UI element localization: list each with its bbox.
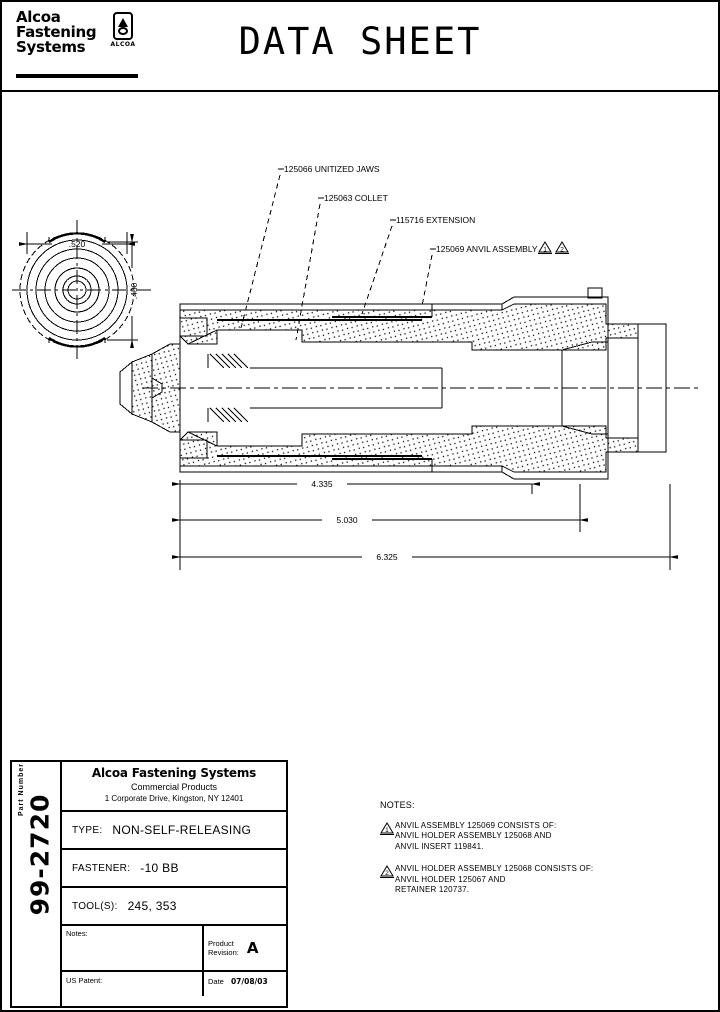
technical-drawing: 125066 UNITIZED JAWS 125063 COLLET 11571… (2, 92, 718, 1012)
alcoa-logo: Alcoa Fastening Systems (16, 10, 141, 55)
notes-heading: NOTES: (380, 800, 415, 810)
revision-value: A (246, 939, 259, 957)
sectional-side-view (119, 287, 702, 480)
tools-value: 245, 353 (127, 899, 177, 913)
part-number-value: 99-2720 (25, 793, 55, 916)
part-number-label: Part Number (18, 762, 25, 816)
callout-label-3: 125069 ANVIL ASSEMBLY (436, 244, 538, 254)
revision-label: Product Revision: (208, 939, 239, 957)
tools-label: TOOL(S): (72, 900, 118, 912)
note-line: ANVIL HOLDER ASSEMBLY 125068 AND (395, 831, 552, 840)
alcoa-mark-icon: ALCOA (110, 12, 136, 48)
note-item: 1 ANVIL ASSEMBLY 125069 CONSISTS OF: ANV… (380, 821, 680, 853)
note-triangle-icon: 1 (380, 821, 395, 835)
spring-coil (207, 353, 264, 423)
date-label: Date (208, 977, 224, 986)
titleblock-notes-label: Notes: (62, 926, 204, 970)
notes-revision-row: Notes: Product Revision: A (62, 926, 286, 972)
note-line: ANVIL HOLDER ASSEMBLY 125068 CONSISTS OF… (395, 864, 594, 873)
front-view-height-value: .430 (129, 282, 139, 299)
svg-text:2: 2 (560, 247, 564, 254)
logo-underline (16, 74, 138, 78)
company-division: Commercial Products (130, 782, 218, 792)
logo-line-2: Fastening (16, 23, 97, 41)
page-title: DATA SHEET (238, 20, 482, 63)
callout-label-1: 125063 COLLET (324, 193, 388, 203)
note-marker: 1 (385, 827, 389, 834)
type-value: NON-SELF-RELEASING (112, 823, 252, 837)
logo-line-3: Systems (16, 38, 86, 56)
date-cell: Date 07/08/03 (204, 972, 286, 996)
revision-cell: Product Revision: A (204, 926, 286, 970)
type-label: TYPE: (72, 824, 103, 836)
note-line: ANVIL INSERT 119841. (395, 841, 484, 851)
note-marker: 2 (385, 870, 389, 877)
front-end-view (12, 220, 152, 362)
note-lines: ANVIL HOLDER ASSEMBLY 125068 CONSISTS OF… (395, 864, 593, 896)
patent-label: US Patent: (62, 972, 204, 996)
part-number-column: 99-2720 Part Number (12, 762, 62, 1006)
dimension-value-0: 4.335 (311, 479, 333, 489)
dimension-value-2: 6.325 (376, 552, 398, 562)
front-view-width-value: .520 (69, 239, 86, 249)
fastener-value: -10 BB (140, 861, 179, 875)
note-line: RETAINER 120737. (395, 885, 470, 894)
fastener-label: FASTENER: (72, 862, 131, 874)
revision-label-line2: Revision: (208, 948, 239, 957)
note-line: ANVIL ASSEMBLY 125069 CONSISTS OF: (395, 820, 557, 830)
alcoa-shield-icon (113, 12, 133, 40)
note-item: 2 ANVIL HOLDER ASSEMBLY 125068 CONSISTS … (380, 864, 680, 896)
notes-section: NOTES: 1 ANVIL ASSEMBLY 125069 CONSISTS … (380, 800, 680, 908)
alcoa-mark-word: ALCOA (110, 41, 136, 48)
tools-row: TOOL(S): 245, 353 (62, 888, 286, 926)
anvil-callout-note-markers: 1 2 (538, 241, 569, 254)
callout-label-2: 115716 EXTENSION (396, 215, 475, 225)
fastener-row: FASTENER: -10 BB (62, 850, 286, 888)
revision-label-line1: Product (208, 939, 234, 948)
title-block: 99-2720 Part Number Alcoa Fastening Syst… (10, 760, 288, 1008)
length-dimensions (172, 480, 678, 570)
dimension-value-1: 5.030 (336, 515, 358, 525)
company-address: 1 Corporate Drive, Kingston, NY 12401 (104, 794, 244, 803)
logo-line-1: Alcoa (16, 8, 61, 26)
callout-label-0: 125066 UNITIZED JAWS (284, 164, 380, 174)
note-triangle-icon: 2 (380, 865, 395, 878)
callout-leaders (239, 174, 433, 341)
patent-date-row: US Patent: Date 07/08/03 (62, 972, 286, 996)
front-view-height-dimension (107, 234, 138, 348)
front-view-width-dimension (19, 232, 135, 254)
svg-text:1: 1 (543, 247, 547, 254)
type-row: TYPE: NON-SELF-RELEASING (62, 812, 286, 850)
note-line: ANVIL HOLDER 125067 AND (395, 874, 506, 884)
company-row: Alcoa Fastening Systems Commercial Produ… (62, 762, 286, 812)
sheet-header: Alcoa Fastening Systems ALCOA DATA SHEET (2, 2, 718, 92)
note-lines: ANVIL ASSEMBLY 125069 CONSISTS OF: ANVIL… (395, 821, 556, 853)
company-name: Alcoa Fastening Systems (91, 766, 257, 780)
date-value: 07/08/03 (230, 977, 268, 986)
